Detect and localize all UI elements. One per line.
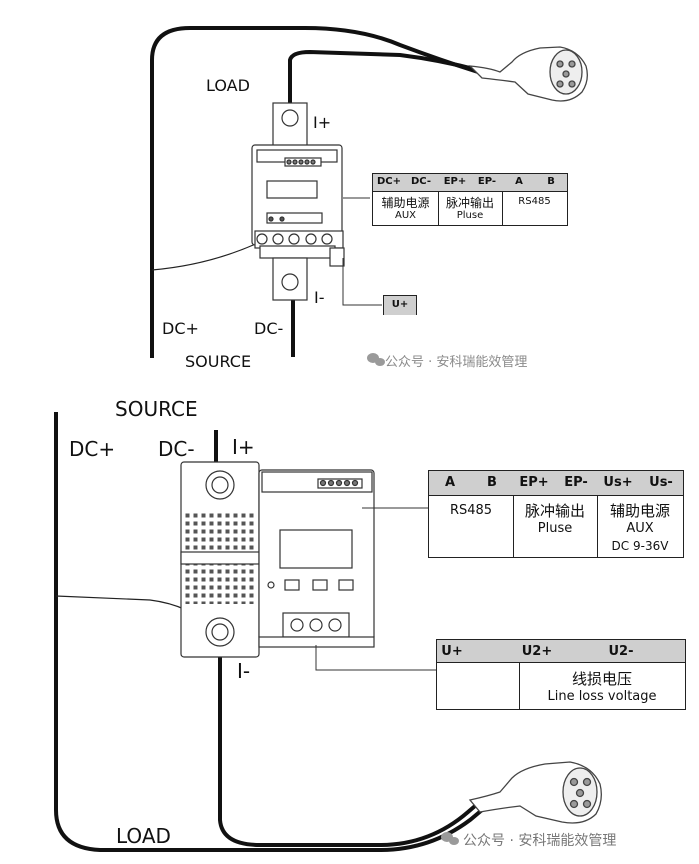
top-meter <box>251 102 345 301</box>
bottom-uplus-leader <box>315 645 436 671</box>
bottom-table-divider <box>597 495 598 557</box>
bottom-line-loss-cn: 线损电压 <box>571 670 632 688</box>
bottom-header-u-plus: U+ <box>441 644 463 659</box>
top-u-plus-box-header <box>384 296 416 315</box>
top-dc-plus-label: DC+ <box>162 319 199 338</box>
bottom-pulse-en: Pluse <box>537 521 573 536</box>
top-i-minus-label: I- <box>314 288 325 307</box>
top-u-plus-box: U+ <box>383 295 417 315</box>
bottom-aux-cn: 辅助电源 <box>609 502 670 520</box>
top-header-dc-plus: DC+ <box>376 176 402 187</box>
top-rs485: RS485 <box>518 196 551 207</box>
bottom-terminal-table-header <box>429 471 683 496</box>
top-header-b: B <box>547 176 555 187</box>
bottom-load-cable <box>218 632 484 847</box>
bottom-meter <box>180 461 375 658</box>
bottom-source-label: SOURCE <box>115 397 198 421</box>
bottom-header-us-minus: Us- <box>649 475 673 490</box>
top-load-label: LOAD <box>206 76 250 95</box>
top-header-a: A <box>515 176 523 187</box>
bottom-line-loss-en: Line loss voltage <box>547 689 657 704</box>
bottom-watermark: 公众号 · 安科瑞能效管理 <box>463 833 617 849</box>
bottom-header-u2-minus: U2- <box>608 644 634 659</box>
bottom-header-ep-plus: EP+ <box>519 475 549 490</box>
bottom-i-plus-label: I+ <box>232 435 255 459</box>
bottom-header-a: A <box>444 475 456 490</box>
bottom-voltage-table: U+ U2+ U2- 线损电压 Line loss voltage <box>436 639 686 710</box>
bottom-i-minus-label: I- <box>237 659 251 683</box>
wechat-logo-icon <box>367 353 459 845</box>
bottom-ev-connector <box>468 761 602 824</box>
bottom-voltage-table-header <box>437 640 685 663</box>
bottom-header-us-plus: Us+ <box>603 475 633 490</box>
bottom-terminal-table: A B EP+ EP- Us+ Us- RS485 脉冲输出 Pluse 辅助电… <box>428 470 684 558</box>
bottom-load-label: LOAD <box>116 824 171 848</box>
top-pulse-cn: 脉冲输出 <box>445 196 494 210</box>
top-load-cable <box>288 49 479 118</box>
bottom-dc-plus-label: DC+ <box>69 437 116 461</box>
bottom-rs485: RS485 <box>449 503 493 518</box>
top-aux-cn: 辅助电源 <box>381 196 430 210</box>
bottom-dc-plus-cable <box>54 412 484 852</box>
bottom-voltage-divider <box>519 662 520 709</box>
top-header-dc-minus: DC- <box>410 176 432 187</box>
top-watermark: 公众号 · 安科瑞能效管理 <box>385 355 528 370</box>
bottom-pulse-cn: 脉冲输出 <box>524 502 585 520</box>
bottom-header-u2-plus: U2+ <box>521 644 553 659</box>
bottom-table-divider <box>513 495 514 557</box>
top-terminal-table: DC+ DC- EP+ EP- A B 辅助电源 AUX 脉冲输出 Pluse … <box>372 173 568 226</box>
top-dc-minus-label: DC- <box>254 319 284 338</box>
bottom-header-b: B <box>487 475 497 490</box>
top-u-plus-label: U+ <box>391 299 409 310</box>
top-i-plus-label: I+ <box>313 113 332 132</box>
top-aux-en: AUX <box>394 210 416 221</box>
top-uplus-leader <box>342 258 382 306</box>
bottom-aux-range: DC 9-36V <box>611 539 669 553</box>
top-ev-connector <box>468 46 588 102</box>
bottom-dc-minus-label: DC- <box>158 437 195 461</box>
top-table-divider <box>502 191 503 225</box>
top-header-ep-minus: EP- <box>477 176 497 187</box>
bottom-header-ep-minus: EP- <box>564 475 588 490</box>
bottom-aux-en: AUX <box>626 521 654 536</box>
top-sense-wire <box>151 241 261 271</box>
top-header-ep-plus: EP+ <box>443 176 467 187</box>
top-terminal-table-header <box>373 174 567 192</box>
top-table-divider <box>438 191 439 225</box>
top-pulse-en: Pluse <box>456 210 484 221</box>
top-source-label: SOURCE <box>185 352 252 371</box>
